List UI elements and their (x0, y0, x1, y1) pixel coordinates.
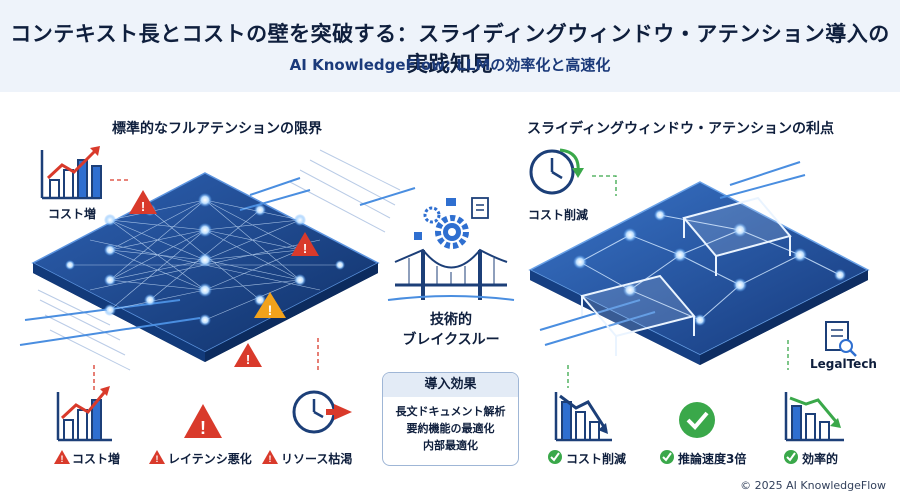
svg-text:!: ! (246, 352, 250, 367)
header-banner: コンテキスト長とコストの壁を突破する：スライディングウィンドウ・アテンション導入… (0, 0, 900, 92)
left-section-title: 標準的なフルアテンションの限界 (112, 121, 322, 137)
resource-clock-icon (292, 390, 352, 434)
cost-reduction-clock-icon (529, 148, 584, 195)
left-bottom-label-resource: リソース枯渇 (281, 452, 353, 466)
dashed-connector (567, 175, 789, 388)
effect-item: 長文ドキュメント解析 (395, 405, 506, 418)
sliding-window-frame (580, 274, 696, 356)
copyright-footer: © 2025 AI KnowledgeFlow (740, 479, 886, 492)
right-top-cost-label: コスト削減 (528, 208, 589, 222)
warning-icon: ! (54, 450, 70, 464)
dashed-connector (93, 179, 319, 392)
efficiency-chart-icon (784, 392, 844, 442)
cost-reduction-chart-icon (554, 392, 612, 442)
check-small-icon (548, 450, 562, 464)
check-small-icon (784, 450, 798, 464)
effects-box: 導入効果 長文ドキュメント解析 要約機能の最適化 内部最適化 (382, 372, 519, 466)
left-top-cost-label: コスト増 (48, 207, 97, 221)
cost-increase-chart-icon (56, 386, 112, 442)
warning-icon: ! (254, 292, 286, 318)
svg-text:!: ! (303, 241, 307, 256)
page-subtitle: AI KnowledgeFlow: LLMの効率化と高速化 (289, 56, 611, 74)
gear-icon (423, 206, 469, 249)
warning-icon: ! (234, 343, 262, 367)
check-small-icon (660, 450, 674, 464)
legaltech-label: LegalTech (810, 357, 877, 371)
svg-text:!: ! (269, 454, 272, 464)
svg-text:!: ! (268, 302, 273, 318)
warning-icon: ! (291, 232, 319, 256)
svg-text:!: ! (141, 199, 145, 214)
window-nodes (573, 209, 846, 326)
effect-item: 内部最適化 (423, 439, 478, 452)
blue-flow-arrows-right (539, 161, 806, 346)
svg-text:!: ! (61, 454, 64, 464)
check-circle-icon (679, 402, 715, 438)
svg-text:!: ! (156, 454, 159, 464)
svg-text:!: ! (200, 418, 206, 438)
breakthrough-label: 技術的 ブレイクスルー (390, 310, 512, 350)
left-bottom-label-latency: レイテンシ悪化 (168, 452, 252, 466)
breakthrough-line2: ブレイクスルー (402, 332, 500, 348)
document-icon (414, 197, 489, 240)
bridge-icon (387, 248, 515, 301)
left-bottom-label-cost: コスト増 (72, 452, 121, 466)
breakthrough-line1: 技術的 (430, 312, 472, 328)
latency-warning-icon: ! (184, 404, 222, 438)
cost-increase-chart-icon (40, 146, 102, 200)
sliding-window-board (528, 181, 870, 365)
right-section-title: スライディングウィンドウ・アテンションの利点 (527, 121, 835, 137)
effect-item: 要約機能の最適化 (406, 422, 495, 435)
legal-document-icon (825, 321, 857, 357)
sliding-window-frame (682, 196, 792, 276)
right-bottom-label-cost: コスト削減 (566, 452, 627, 466)
warning-icon: ! (262, 450, 278, 464)
warning-icon: ! (149, 450, 165, 464)
right-bottom-label-efficient: 効率的 (802, 452, 839, 466)
effects-title: 導入効果 (383, 373, 518, 397)
warning-icon: ! (129, 190, 157, 214)
right-bottom-label-speed: 推論速度3倍 (678, 452, 747, 466)
page-title: コンテキスト長とコストの壁を突破する：スライディングウィンドウ・アテンション導入… (10, 22, 890, 76)
